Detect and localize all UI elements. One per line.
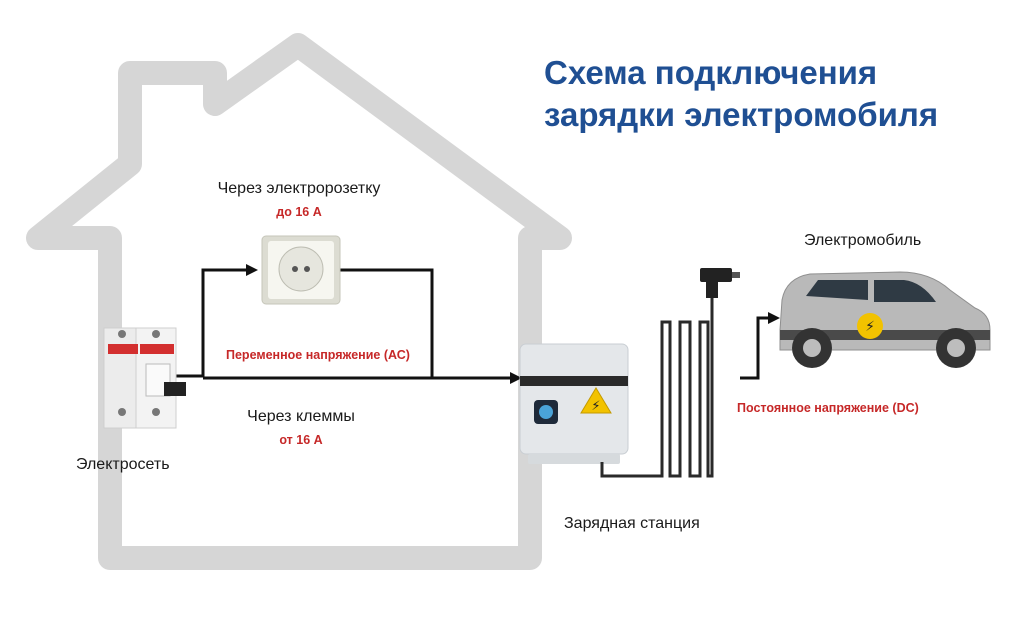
terminals-title-label: Через клеммы <box>247 408 355 425</box>
wire-from-socket <box>340 268 434 378</box>
wire-lines <box>168 268 770 380</box>
wire-dc-to-car <box>740 316 770 380</box>
terminals-limit-label: от 16 А <box>279 433 323 447</box>
grid-label: Электросеть <box>76 456 170 473</box>
page-title: Схема подключения зарядки электромобиля <box>544 52 938 136</box>
charging-cable <box>600 296 714 478</box>
charging-station-icon: ⚡ <box>519 343 629 464</box>
svg-text:⚡: ⚡ <box>591 399 600 414</box>
wire-to-socket <box>168 268 248 378</box>
dc-voltage-label: Постоянное напряжение (DC) <box>737 401 919 415</box>
arrow-head-socket <box>246 264 258 276</box>
car-label: Электромобиль <box>804 232 922 249</box>
title-line-1: Схема подключения <box>544 54 878 91</box>
socket-title-label: Через электророзетку <box>217 180 381 197</box>
socket-limit-label: до 16 А <box>276 205 322 219</box>
svg-text:⚡: ⚡ <box>865 319 875 335</box>
station-label: Зарядная станция <box>564 515 700 532</box>
electric-car-icon: ⚡ <box>779 271 991 368</box>
arrow-head-station <box>510 372 522 384</box>
house-outline <box>26 33 572 570</box>
circuit-breaker-icon <box>103 327 186 429</box>
arrow-head-car <box>768 312 780 324</box>
ac-voltage-label: Переменное напряжение (АС) <box>226 348 410 362</box>
power-socket <box>261 235 341 305</box>
title-line-2: зарядки электромобиля <box>544 96 939 133</box>
cable-plug-icon <box>700 268 740 298</box>
